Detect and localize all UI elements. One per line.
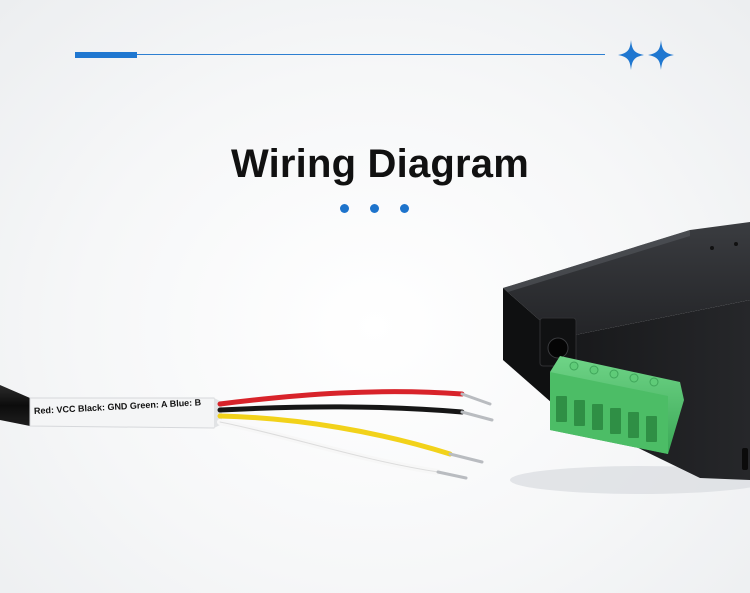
sparkle-icon — [618, 40, 644, 70]
title-dots — [340, 204, 410, 214]
sparkle-icon — [648, 40, 674, 70]
wires — [217, 389, 465, 475]
header-accent-bar — [75, 52, 137, 58]
wire-tips — [436, 392, 494, 480]
header-divider-line — [75, 54, 605, 55]
terminal-block — [550, 356, 684, 454]
decor-dot — [340, 204, 349, 213]
page-title: Wiring Diagram — [230, 142, 530, 186]
decor-dot — [400, 204, 409, 213]
decor-dot — [370, 204, 379, 213]
